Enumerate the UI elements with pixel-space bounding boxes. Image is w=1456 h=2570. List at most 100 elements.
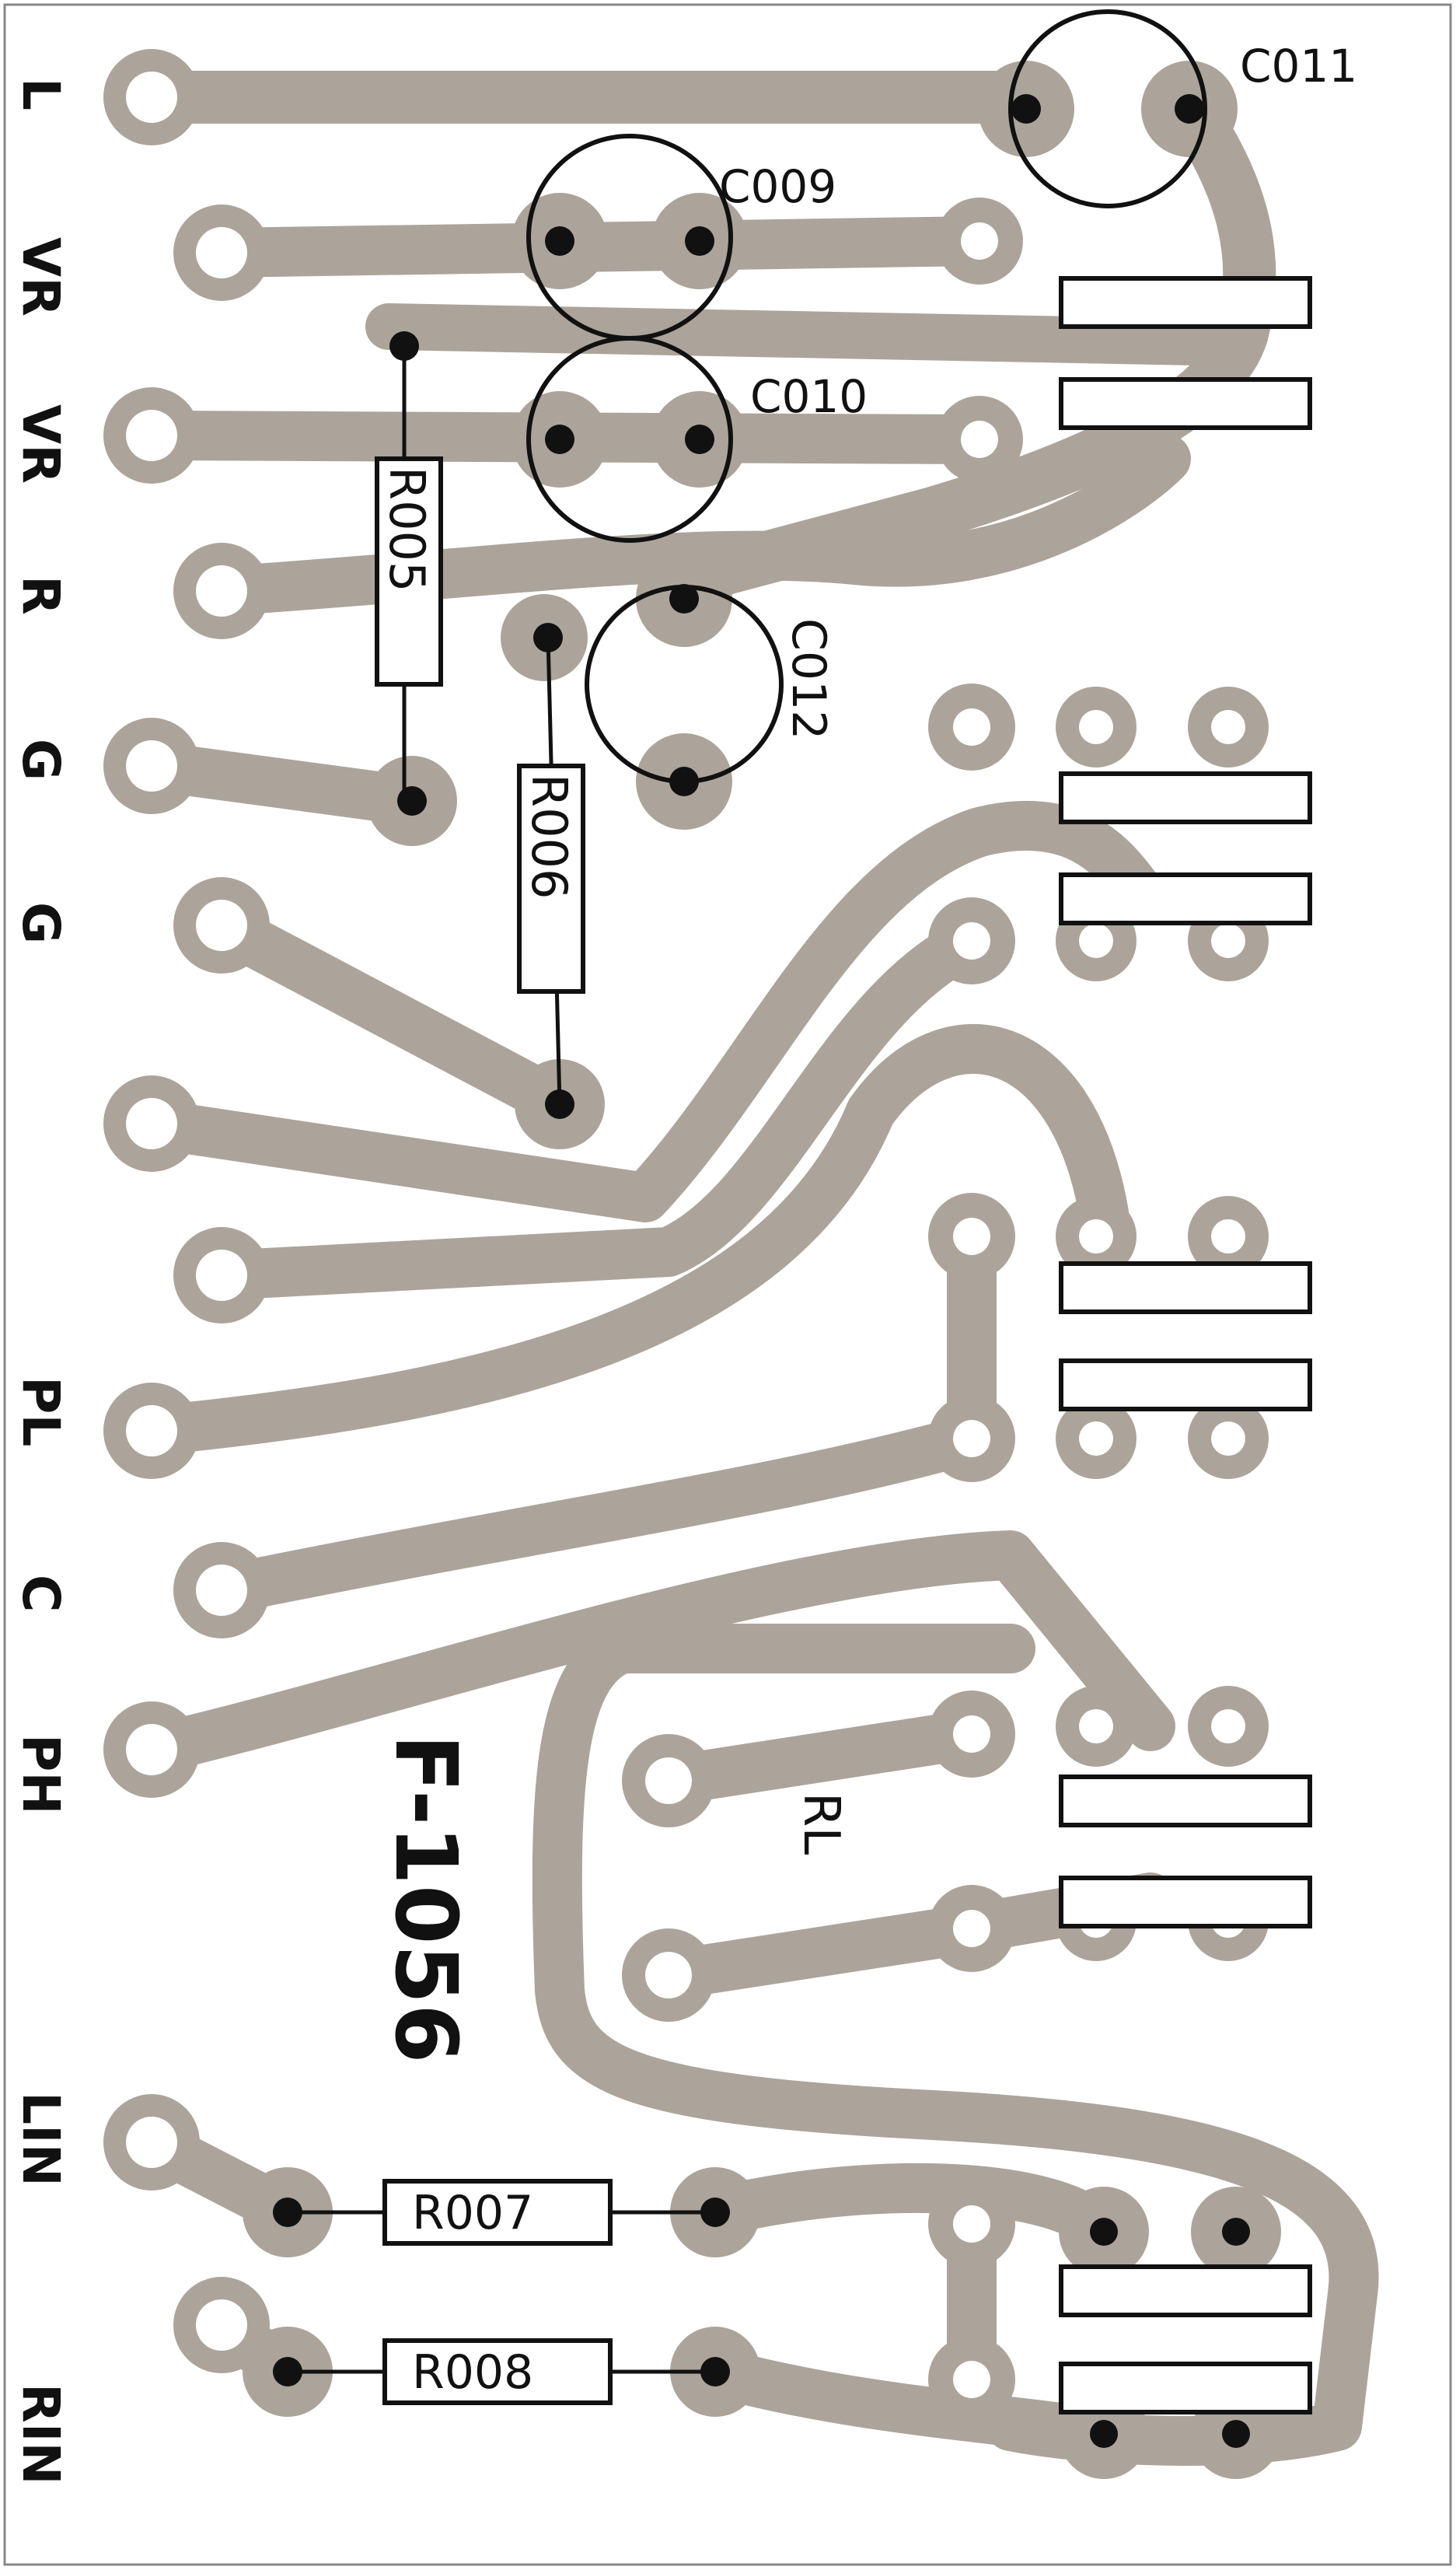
label-c011: C011 xyxy=(1240,40,1357,93)
jumper xyxy=(1059,1358,1312,1411)
jumper xyxy=(1059,2264,1312,2317)
pad-hole xyxy=(1079,1219,1113,1254)
solder-point xyxy=(545,1089,574,1119)
solder-point xyxy=(1222,2420,1250,2448)
trace-rl-top xyxy=(644,1709,997,1806)
label-c009: C009 xyxy=(719,160,836,213)
trace-g2 xyxy=(197,900,585,1129)
jumper-dots xyxy=(1090,2218,1250,2448)
pad-hole xyxy=(645,1952,692,1998)
label-r006: R006 xyxy=(521,774,578,899)
capacitor-c010: C010 xyxy=(526,336,868,543)
resistor-r007: R007 xyxy=(273,2179,730,2246)
component-body xyxy=(382,2338,613,2405)
pad-hole xyxy=(953,708,990,746)
pad-hole xyxy=(953,1715,990,1753)
capacitor-c012: C012 xyxy=(585,584,836,796)
solder-point xyxy=(1011,94,1041,124)
solder-point xyxy=(700,2357,730,2386)
edge-label: PL xyxy=(11,1376,71,1446)
pad-hole xyxy=(953,1420,990,1457)
label-c012: C012 xyxy=(781,618,836,740)
pad-hole xyxy=(961,222,998,260)
edge-label: LIN xyxy=(11,2092,71,2187)
pad-hole xyxy=(1079,924,1113,958)
jumper xyxy=(1059,1876,1312,1928)
trace-x2 xyxy=(197,916,997,1300)
solder-point xyxy=(700,2198,730,2227)
capacitor-c011: C011 xyxy=(1008,9,1357,208)
trace-vr-bus xyxy=(365,303,1220,365)
edge-label: R xyxy=(11,575,71,615)
label-c010: C010 xyxy=(750,370,868,423)
pad-hole xyxy=(1211,1421,1245,1456)
edge-label: L xyxy=(11,78,71,110)
edge-label: G xyxy=(11,739,71,781)
edge-label: G xyxy=(11,902,71,944)
resistor-r008: R008 xyxy=(273,2338,730,2405)
jumper-links xyxy=(1059,276,1312,2414)
pad-hole xyxy=(126,1724,177,1775)
solder-point xyxy=(273,2198,302,2227)
jumper xyxy=(1059,1261,1312,1314)
trace-ph xyxy=(127,1530,1175,1775)
pad-hole xyxy=(196,1250,247,1301)
solder-point xyxy=(1222,2218,1250,2246)
jumper xyxy=(1059,771,1312,824)
label-r007: R007 xyxy=(412,2186,533,2240)
pad-hole xyxy=(1211,1709,1245,1743)
solder-point xyxy=(1090,2218,1118,2246)
pad-hole xyxy=(953,1218,990,1255)
solder-point xyxy=(1090,2420,1118,2448)
edge-label: C xyxy=(11,1575,71,1612)
pad xyxy=(526,336,733,543)
pad-hole xyxy=(1079,710,1113,744)
solder-point xyxy=(533,623,563,652)
solder-point xyxy=(545,226,574,256)
solder-point xyxy=(545,425,574,454)
jumper xyxy=(1059,1775,1312,1827)
label-r008: R008 xyxy=(412,2345,533,2400)
solder-point xyxy=(273,2357,302,2386)
pad xyxy=(1008,9,1207,208)
pad-hole xyxy=(953,922,990,960)
solder-point xyxy=(669,584,699,614)
jumper xyxy=(1059,2362,1312,2414)
solder-point xyxy=(685,425,714,454)
jumper xyxy=(1059,276,1312,329)
pad-hole xyxy=(953,1910,990,1947)
pad-hole xyxy=(645,1757,692,1804)
pad-hole xyxy=(126,410,177,461)
solder-point xyxy=(1175,94,1204,124)
component-body xyxy=(517,764,585,994)
solder-point xyxy=(389,331,419,361)
pad-hole xyxy=(1079,1421,1113,1456)
label-r005: R005 xyxy=(379,467,435,592)
pad-hole xyxy=(126,1405,177,1456)
pad-hole xyxy=(126,2117,177,2168)
edge-labels: L VR VR R G G PL C PH LIN RIN xyxy=(11,78,71,2485)
pad-hole xyxy=(196,565,247,617)
jumper xyxy=(1059,377,1312,430)
trace-x1 xyxy=(127,800,1160,1222)
pad-hole xyxy=(126,740,177,792)
component-body xyxy=(382,2179,613,2246)
resistor-r006: R006 xyxy=(517,623,585,1119)
trace-c xyxy=(197,1212,997,1615)
pad-hole xyxy=(126,72,177,123)
pad-hole xyxy=(961,421,998,458)
edge-label: VR xyxy=(11,404,71,484)
pad-hole xyxy=(953,2361,990,2398)
label-rl: RL xyxy=(792,1792,850,1855)
trace-c011-loop xyxy=(673,82,1276,602)
pad-hole xyxy=(126,1098,177,1149)
pad-hole xyxy=(953,2205,990,2243)
pad-hole xyxy=(1211,924,1245,958)
pad-hole xyxy=(196,2299,247,2351)
trace-pl xyxy=(127,1023,1129,1456)
component-body xyxy=(375,456,443,687)
solder-point xyxy=(397,786,427,816)
edge-label: PH xyxy=(11,1734,71,1815)
